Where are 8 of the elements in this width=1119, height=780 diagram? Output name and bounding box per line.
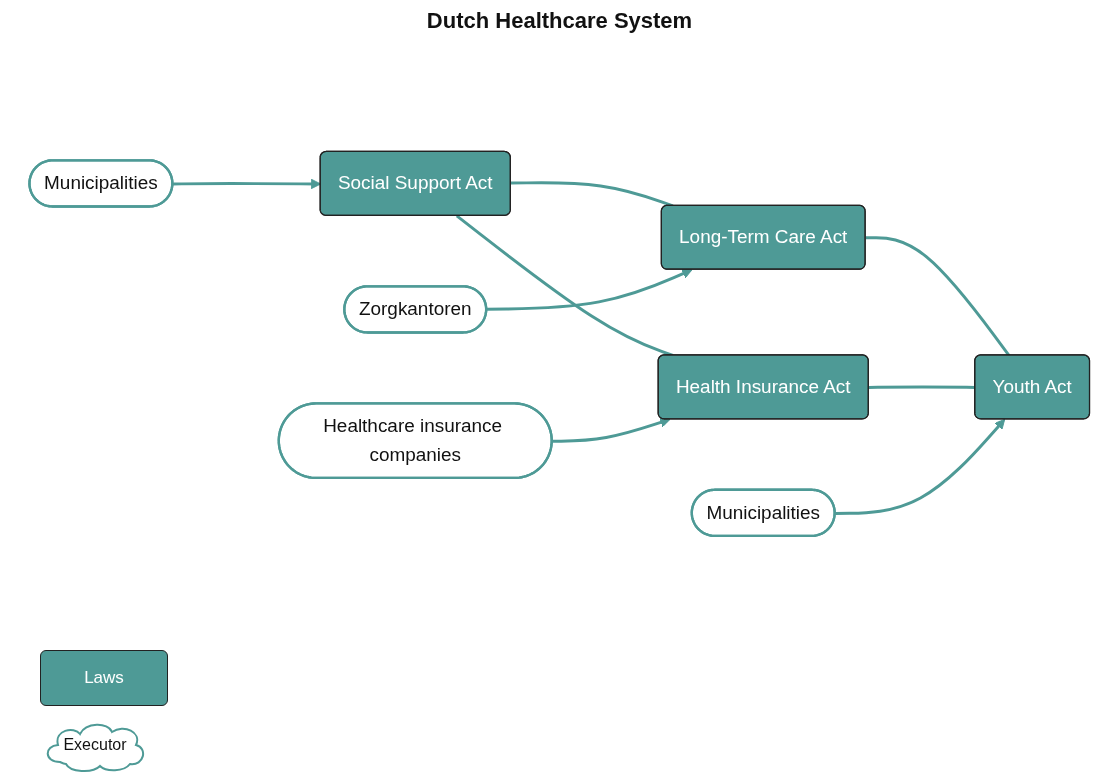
connector: [510, 181, 674, 208]
legend-label: Executor: [62, 736, 128, 754]
legend-law-swatch: Laws: [40, 650, 168, 706]
connector: [865, 236, 1011, 357]
arrow: [835, 419, 1006, 516]
diagram-title: Dutch Healthcare System: [426, 8, 693, 34]
arrow: [552, 417, 671, 444]
arrow: [486, 269, 693, 312]
